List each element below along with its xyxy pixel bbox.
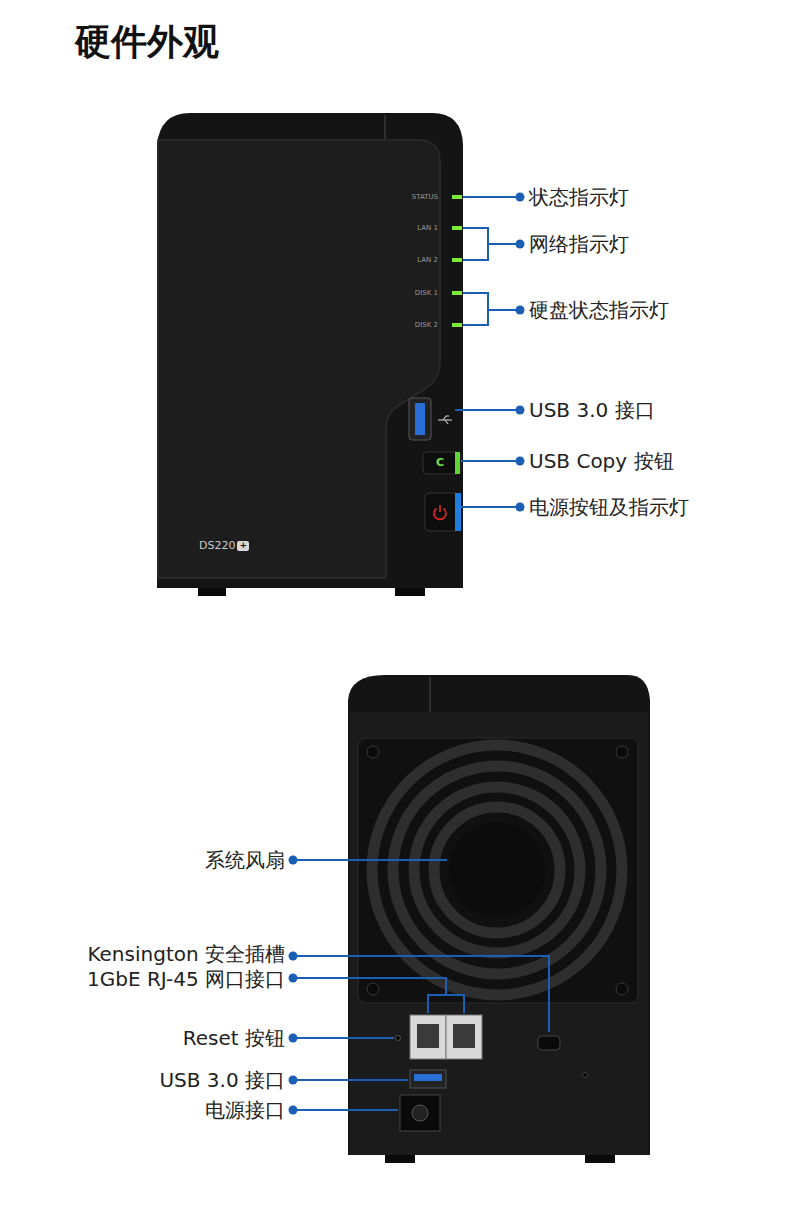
button-letter: C	[436, 456, 444, 469]
callout-label: 系统风扇	[205, 848, 285, 872]
callout-label: USB Copy 按钮	[529, 449, 674, 473]
callout-label: 1GbE RJ-45 网口接口	[87, 967, 285, 991]
led-label: LAN 1	[417, 224, 438, 232]
callout-label: 硬盘状态指示灯	[529, 298, 669, 322]
model-name: DS220	[199, 539, 235, 552]
led-label: DISK 1	[415, 289, 438, 297]
callout-label: Reset 按钮	[183, 1026, 285, 1050]
page-title: 硬件外观	[75, 20, 219, 63]
led-label: STATUS	[412, 193, 438, 201]
callout-label: 电源接口	[205, 1098, 285, 1122]
callout-label: Kensington 安全插槽	[87, 942, 285, 966]
callout-label: 电源按钮及指示灯	[529, 495, 689, 519]
callout-label: 状态指示灯	[529, 185, 629, 209]
callout-label: USB 3.0 接口	[529, 398, 655, 422]
callout-label: 网络指示灯	[529, 232, 629, 256]
led-label: DISK 2	[415, 321, 438, 329]
led-label: LAN 2	[417, 256, 438, 264]
model-plus: +	[237, 541, 249, 551]
callout-label: USB 3.0 接口	[159, 1068, 285, 1092]
